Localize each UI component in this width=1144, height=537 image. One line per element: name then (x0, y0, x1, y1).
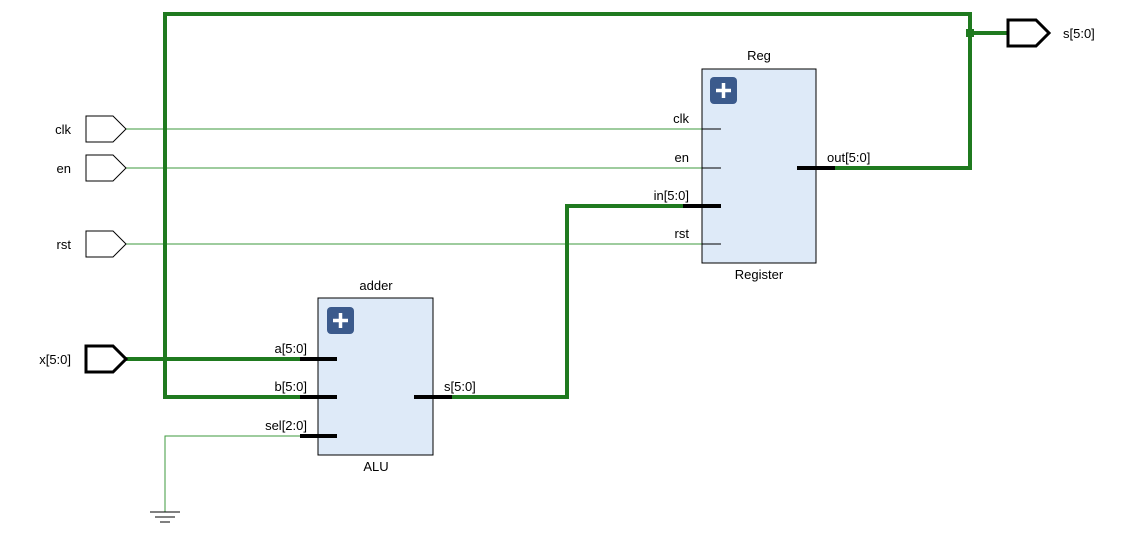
register-type-label: Register (735, 267, 784, 282)
register-pin-en: en (675, 150, 689, 165)
alu-pin-a: a[5:0] (274, 341, 307, 356)
bus-junction (966, 29, 974, 37)
alu-type-label: ALU (363, 459, 388, 474)
register-pin-out: out[5:0] (827, 150, 870, 165)
ground-icon (150, 511, 180, 523)
alu-pin-b: b[5:0] (274, 379, 307, 394)
register-instance-name: Reg (747, 48, 771, 63)
output-port-s[interactable] (1006, 18, 1052, 48)
alu-pin-s: s[5:0] (444, 379, 476, 394)
register-pin-in: in[5:0] (654, 188, 689, 203)
input-port-en-label: en (57, 161, 71, 176)
expand-icon[interactable] (710, 77, 737, 104)
wire-sel-ground[interactable] (164, 435, 300, 512)
input-port-rst-label: rst (57, 237, 72, 252)
input-port-en[interactable] (85, 154, 127, 182)
alu-instance-name: adder (359, 278, 393, 293)
register-block[interactable] (683, 68, 835, 264)
input-port-clk[interactable] (85, 115, 127, 143)
bus-alu-to-reg[interactable] (452, 204, 683, 399)
output-port-s-label: s[5:0] (1063, 26, 1095, 41)
register-pin-rst: rst (675, 226, 690, 241)
alu-pin-sel: sel[2:0] (265, 418, 307, 433)
register-pin-clk: clk (673, 111, 689, 126)
input-port-rst[interactable] (85, 230, 127, 258)
bus-feedback-s[interactable] (163, 12, 972, 399)
expand-icon[interactable] (327, 307, 354, 334)
input-port-x[interactable] (84, 344, 129, 374)
alu-block[interactable] (300, 297, 452, 456)
input-port-x-label: x[5:0] (39, 352, 71, 367)
input-port-clk-label: clk (55, 122, 71, 137)
